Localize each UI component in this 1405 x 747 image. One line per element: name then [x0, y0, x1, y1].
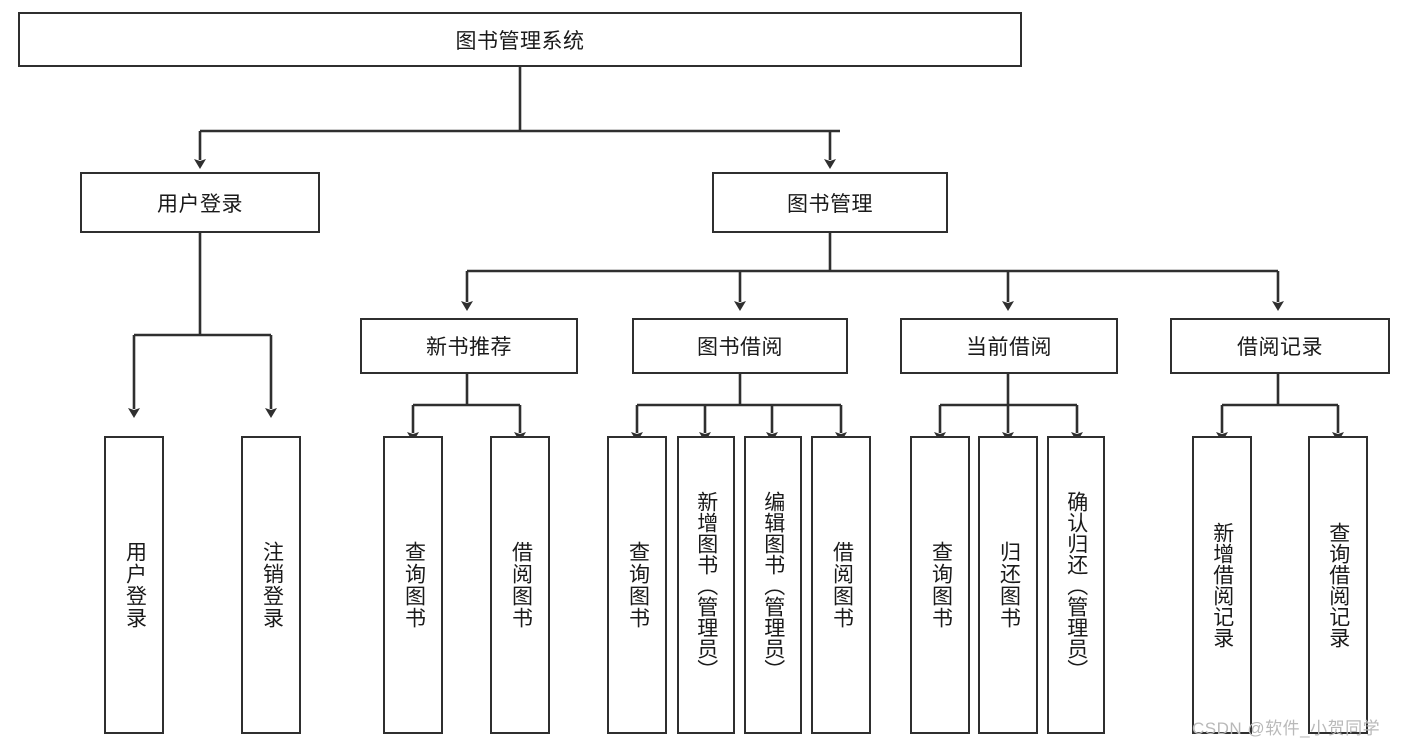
leaf-current-borrow-confirm-return[interactable]: 确认归还（管理员）: [1047, 436, 1105, 734]
node-user-login[interactable]: 用户登录: [80, 172, 320, 233]
node-new-book-recommend[interactable]: 新书推荐: [360, 318, 578, 374]
leaf-current-borrow-return[interactable]: 归还图书: [978, 436, 1038, 734]
node-current-borrow[interactable]: 当前借阅: [900, 318, 1118, 374]
leaf-current-borrow-query[interactable]: 查询图书: [910, 436, 970, 734]
leaf-new-book-query[interactable]: 查询图书: [383, 436, 443, 734]
leaf-borrow-record-query[interactable]: 查询借阅记录: [1308, 436, 1368, 734]
leaf-borrow-record-add[interactable]: 新增借阅记录: [1192, 436, 1252, 734]
node-book-borrow[interactable]: 图书借阅: [632, 318, 848, 374]
leaf-book-borrow-edit[interactable]: 编辑图书（管理员）: [744, 436, 802, 734]
leaf-user-login-login[interactable]: 用户登录: [104, 436, 164, 734]
leaf-book-borrow-query[interactable]: 查询图书: [607, 436, 667, 734]
node-book-management[interactable]: 图书管理: [712, 172, 948, 233]
leaf-user-login-logout[interactable]: 注销登录: [241, 436, 301, 734]
leaf-new-book-borrow[interactable]: 借阅图书: [490, 436, 550, 734]
node-root-system[interactable]: 图书管理系统: [18, 12, 1022, 67]
node-borrow-record[interactable]: 借阅记录: [1170, 318, 1390, 374]
leaf-book-borrow-add[interactable]: 新增图书（管理员）: [677, 436, 735, 734]
csdn-watermark: CSDN @软件_小贺同学: [1192, 719, 1381, 738]
leaf-book-borrow-borrow[interactable]: 借阅图书: [811, 436, 871, 734]
